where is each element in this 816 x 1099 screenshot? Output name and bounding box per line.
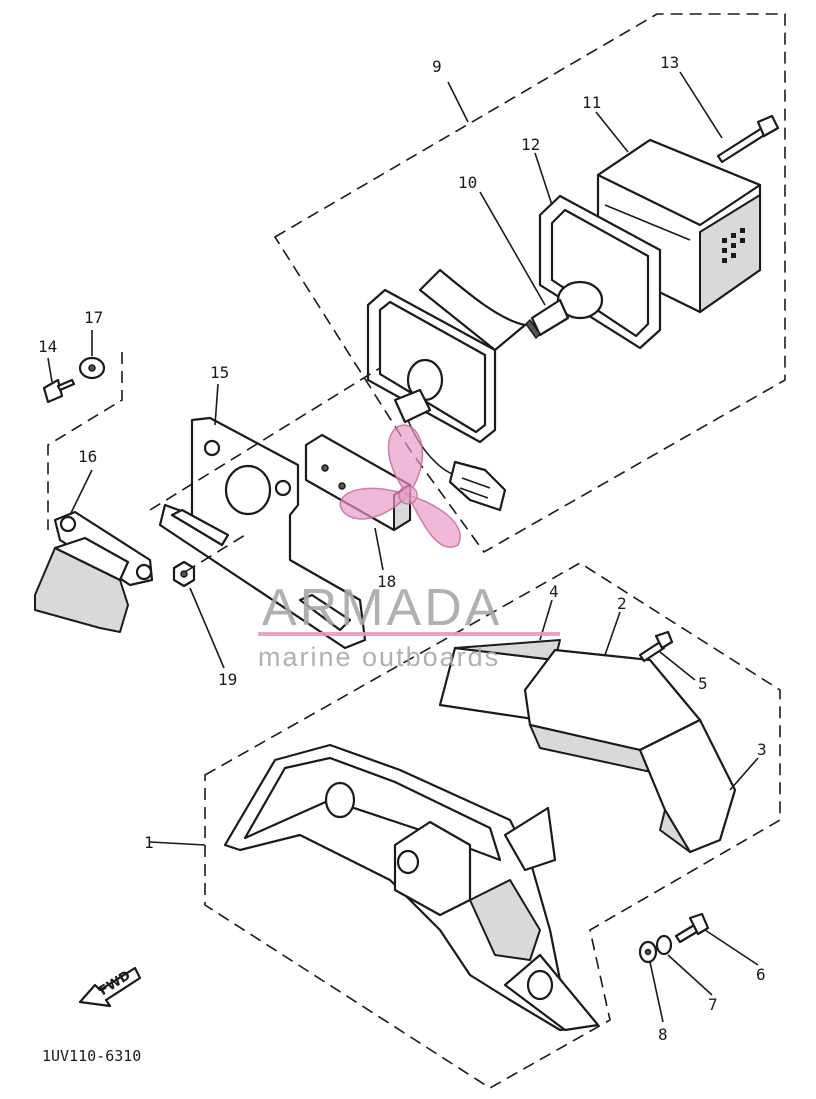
- callout-2: 2: [617, 594, 627, 613]
- callout-13: 13: [660, 53, 679, 72]
- assembly-boundary-left: [47, 352, 123, 530]
- callout-4: 4: [549, 582, 559, 601]
- callout-9: 9: [432, 57, 442, 76]
- callout-16: 16: [78, 447, 97, 466]
- propeller-logo-icon: [339, 424, 461, 548]
- callout-11: 11: [582, 93, 601, 112]
- spring-washer: [655, 934, 673, 956]
- callout-leaders: [47, 71, 759, 1023]
- callout-14: 14: [38, 337, 57, 356]
- callout-6: 6: [756, 965, 766, 984]
- lens-gasket: [538, 194, 662, 350]
- armada-watermark: ARMADA marine outboards: [258, 424, 560, 672]
- callout-15: 15: [210, 363, 229, 382]
- callout-12: 12: [521, 135, 540, 154]
- callout-10: 10: [458, 173, 477, 192]
- side-cover: [638, 718, 737, 854]
- callout-17: 17: [84, 308, 103, 327]
- lens-housing: [596, 138, 762, 314]
- housing-screw: [716, 114, 780, 164]
- reflector-pattern: [722, 228, 745, 263]
- watermark-tagline: marine outboards: [258, 642, 500, 672]
- lamp-base: [366, 268, 527, 512]
- drawing-code: 1UV110-6310: [42, 1047, 141, 1065]
- assembly-boundary-lower: [204, 562, 781, 1089]
- base-screw: [674, 912, 710, 944]
- callout-7: 7: [708, 995, 718, 1014]
- callout-8: 8: [658, 1025, 668, 1044]
- callout-1: 1: [144, 833, 154, 852]
- callout-19: 19: [218, 670, 237, 689]
- washer-17: [78, 356, 106, 380]
- callout-3: 3: [757, 740, 767, 759]
- bolt-14: [42, 378, 76, 404]
- callout-18: 18: [377, 572, 396, 591]
- tail-bulb: [525, 280, 604, 340]
- alignment-line-lower: [184, 534, 246, 573]
- nut-19: [172, 560, 196, 588]
- cover-screw: [638, 630, 674, 663]
- watermark-brand: ARMADA: [262, 579, 502, 637]
- flat-washer: [638, 940, 658, 964]
- alignment-line-upper: [149, 367, 381, 511]
- mounting-bracket: [158, 416, 367, 650]
- license-lamp: [34, 510, 154, 633]
- callout-5: 5: [698, 674, 708, 693]
- taillight-base-body: [223, 743, 600, 1032]
- top-cover: [523, 648, 702, 776]
- fwd-direction-arrow: FWD: [78, 966, 142, 1008]
